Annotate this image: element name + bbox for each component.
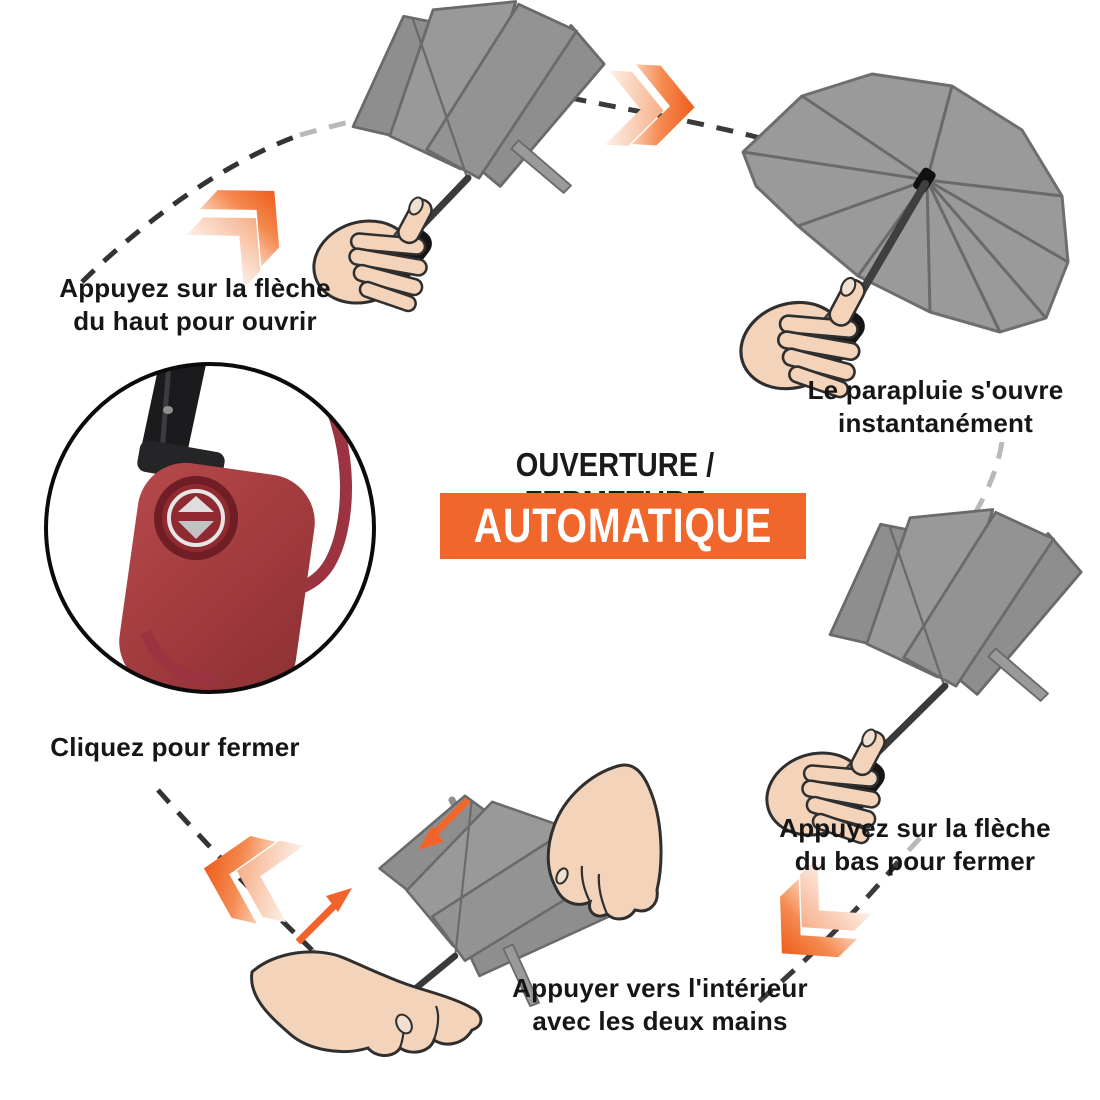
open-close-button <box>154 476 238 560</box>
two-hands-push-illustration <box>250 762 663 1057</box>
dashed-path-bottom <box>755 860 900 1005</box>
title-badge-label: AUTOMATIQUE <box>473 499 773 553</box>
down-triangle-icon <box>178 521 214 539</box>
photo-ring <box>44 362 376 694</box>
chevron-arrows-up-right-icon <box>181 162 307 288</box>
inward-arrow-top-icon <box>418 797 471 850</box>
handle-photo <box>44 362 376 694</box>
caption-close-press: Appuyez sur la flèche du bas pour fermer <box>779 813 1051 876</box>
dashed-path-bottom-fade <box>896 836 922 864</box>
caption-open-press: Appuyez sur la flèche du haut pour ouvri… <box>59 273 331 336</box>
up-triangle-icon <box>178 496 214 512</box>
caption-open-result: Le parapluie s'ouvre instantanément <box>807 375 1064 438</box>
dashed-path-open <box>80 132 301 284</box>
dashed-path-close <box>156 788 314 952</box>
right-hand <box>546 763 663 921</box>
caption-close-hands: Appuyer vers l'intérieur avec les deux m… <box>512 973 808 1036</box>
chevron-arrows-left-icon <box>195 825 304 930</box>
folded-umbrella-close-step-illustration <box>754 508 1083 849</box>
left-hand <box>250 950 483 1057</box>
chevron-arrows-right-icon <box>605 63 697 149</box>
inward-arrow-bottom-icon <box>295 888 352 945</box>
open-umbrella-illustration <box>728 72 1070 404</box>
folded-umbrella-open-step-illustration <box>301 0 606 317</box>
caption-close-click: Cliquez pour fermer <box>50 732 300 762</box>
title-badge: AUTOMATIQUE <box>440 493 806 559</box>
dashed-path-open-fade <box>299 109 396 138</box>
